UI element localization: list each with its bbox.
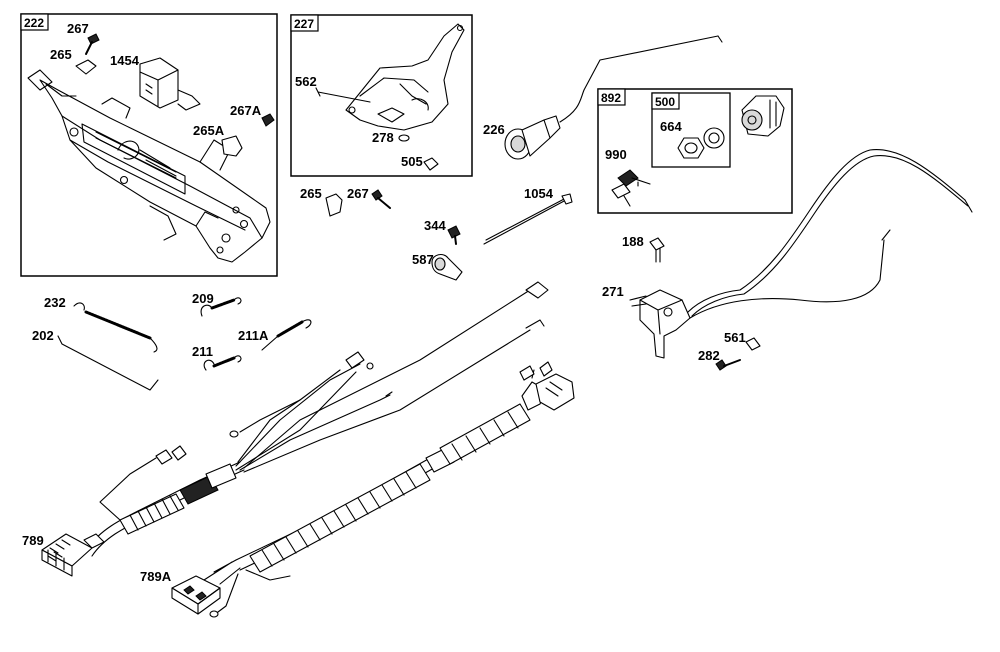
callout-344: 344 <box>424 218 446 233</box>
callout-267b: 267 <box>347 186 369 201</box>
box-222-tag <box>20 13 49 31</box>
throttle-plate-drawing <box>315 23 465 171</box>
box-227-frame <box>290 14 473 177</box>
box-892-tag <box>597 88 626 106</box>
callout-226: 226 <box>483 122 505 137</box>
key-switch-kit-drawing <box>611 95 785 207</box>
box-892-label: 892 <box>601 91 621 105</box>
callout-789: 789 <box>22 533 44 548</box>
callout-188: 188 <box>622 234 644 249</box>
callout-271: 271 <box>602 284 624 299</box>
callout-211A: 211A <box>238 328 269 343</box>
wire-harness-789A-drawing <box>171 361 575 618</box>
callout-232: 232 <box>44 295 66 310</box>
springs-and-rods-drawing <box>57 297 312 391</box>
box-222-frame <box>20 13 278 277</box>
callout-211: 211 <box>192 344 213 359</box>
callout-202: 202 <box>32 328 54 343</box>
callout-505: 505 <box>401 154 423 169</box>
box-227-label: 227 <box>294 17 314 31</box>
callout-562: 562 <box>295 74 317 89</box>
callout-265a: 265 <box>50 47 72 62</box>
callout-990: 990 <box>605 147 627 162</box>
ignition-switch-drawing <box>504 35 723 160</box>
callout-282: 282 <box>698 348 720 363</box>
box-227-tag <box>290 14 319 32</box>
callout-265b: 265 <box>300 186 322 201</box>
callout-278: 278 <box>372 130 394 145</box>
box-500-frame <box>651 92 731 168</box>
box-500-label: 500 <box>655 95 675 109</box>
callout-587: 587 <box>412 252 434 267</box>
middle-small-parts-drawing <box>325 189 761 371</box>
wire-harness-789-drawing <box>41 281 549 577</box>
box-222-label: 222 <box>24 16 44 30</box>
control-bracket-drawing <box>27 33 275 263</box>
box-892-frame <box>597 88 793 214</box>
callout-1054: 1054 <box>524 186 554 201</box>
callout-267a: 267 <box>67 21 89 36</box>
callout-789A: 789A <box>140 569 172 584</box>
callout-209: 209 <box>192 291 214 306</box>
callout-561: 561 <box>724 330 746 345</box>
box-500-tag <box>651 92 680 110</box>
callout-664: 664 <box>660 119 682 134</box>
callout-267A: 267A <box>230 103 262 118</box>
callout-265A: 265A <box>193 123 225 138</box>
callout-1454: 1454 <box>110 53 140 68</box>
throttle-control-drawing <box>629 149 973 359</box>
